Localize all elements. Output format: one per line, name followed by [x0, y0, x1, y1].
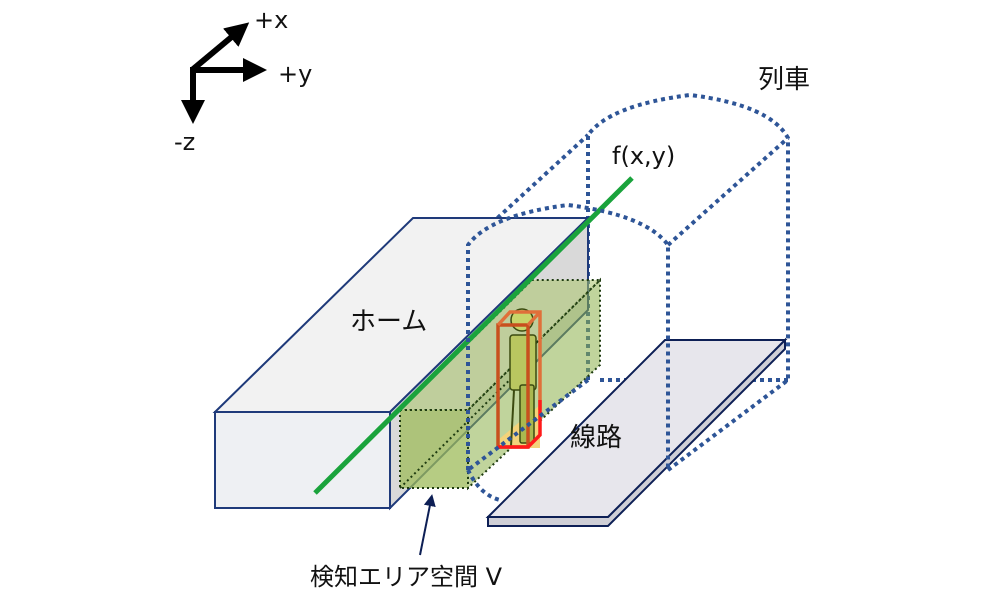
function-label: f(x,y): [612, 142, 675, 170]
detection-area-label: 検知エリア空間 V: [310, 563, 503, 590]
axes-indicator: +x +y -z: [174, 6, 312, 156]
person: [496, 308, 542, 449]
train-label: 列車: [758, 65, 810, 95]
track-label: 線路: [570, 423, 622, 453]
function-line: [313, 176, 634, 495]
x-axis-arrow: [190, 22, 250, 73]
platform-label: ホーム: [350, 307, 427, 337]
z-axis-label: -z: [174, 128, 195, 156]
detection-pointer-arrow: [419, 494, 436, 556]
y-axis-label: +y: [278, 60, 312, 88]
x-axis-label: +x: [254, 6, 288, 34]
person-body: [509, 334, 537, 391]
track: [485, 337, 788, 527]
train-outline: [466, 92, 790, 472]
person-bounding-box: [496, 310, 542, 449]
platform-front: [214, 411, 391, 509]
